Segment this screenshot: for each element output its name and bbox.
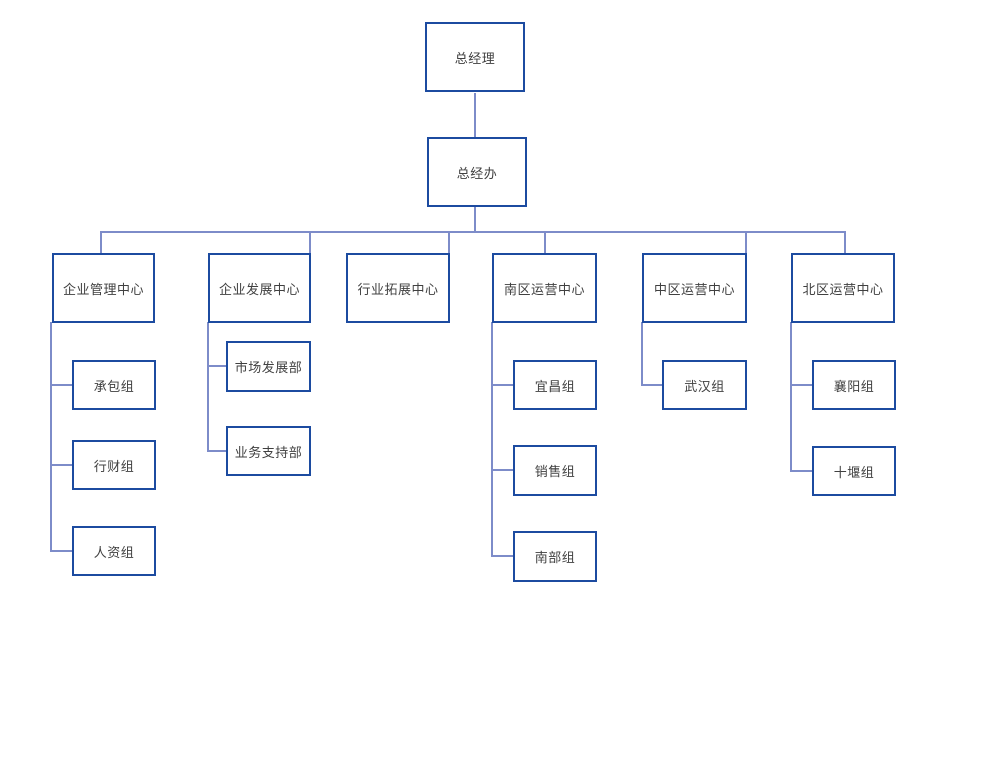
node-wuhan-group[interactable]: 武汉组 — [662, 360, 747, 410]
node-business-support-dept[interactable]: 业务支持部 — [226, 426, 311, 476]
node-industry-expansion-center[interactable]: 行业拓展中心 — [346, 253, 450, 323]
node-central-operations-center[interactable]: 中区运营中心 — [642, 253, 747, 323]
connector-gm-to-gmo — [474, 93, 476, 137]
connector-stub-yichang — [491, 384, 514, 386]
connector-stub-hr — [50, 550, 73, 552]
connector-trunk — [100, 231, 846, 233]
connector-north-spine — [790, 322, 792, 472]
connector-drop-north-center — [844, 231, 846, 253]
connector-central-spine — [641, 322, 643, 386]
connector-stub-shiyan — [790, 470, 813, 472]
node-hr-group[interactable]: 人资组 — [72, 526, 156, 576]
node-south-operations-center[interactable]: 南区运营中心 — [492, 253, 597, 323]
connector-management-spine — [50, 322, 52, 552]
node-enterprise-management-center[interactable]: 企业管理中心 — [52, 253, 155, 323]
node-south-group[interactable]: 南部组 — [513, 531, 597, 582]
node-enterprise-development-center[interactable]: 企业发展中心 — [208, 253, 311, 323]
connector-stub-admin-finance — [50, 464, 73, 466]
connector-development-spine — [207, 322, 209, 451]
node-north-operations-center[interactable]: 北区运营中心 — [791, 253, 895, 323]
connector-drop-central-center — [745, 231, 747, 253]
node-yichang-group[interactable]: 宜昌组 — [513, 360, 597, 410]
node-gm-office[interactable]: 总经办 — [427, 137, 527, 207]
connector-drop-south-center — [544, 231, 546, 253]
node-contracting-group[interactable]: 承包组 — [72, 360, 156, 410]
node-shiyan-group[interactable]: 十堰组 — [812, 446, 896, 496]
connector-drop-development-center — [309, 231, 311, 253]
node-admin-finance-group[interactable]: 行财组 — [72, 440, 156, 490]
connector-drop-expansion-center — [448, 231, 450, 253]
connector-stub-market-development — [207, 365, 227, 367]
connector-stub-sales — [491, 469, 514, 471]
connector-stub-south-group — [491, 555, 514, 557]
node-general-manager[interactable]: 总经理 — [425, 22, 525, 92]
node-market-development-dept[interactable]: 市场发展部 — [226, 341, 311, 392]
connector-drop-management-center — [100, 231, 102, 253]
node-xiangyang-group[interactable]: 襄阳组 — [812, 360, 896, 410]
connector-stub-wuhan — [641, 384, 663, 386]
connector-stub-contracting — [50, 384, 73, 386]
connector-south-spine — [491, 322, 493, 557]
connector-stub-business-support — [207, 450, 227, 452]
connector-gmo-to-trunk — [474, 206, 476, 233]
connector-stub-xiangyang — [790, 384, 813, 386]
node-sales-group[interactable]: 销售组 — [513, 445, 597, 496]
